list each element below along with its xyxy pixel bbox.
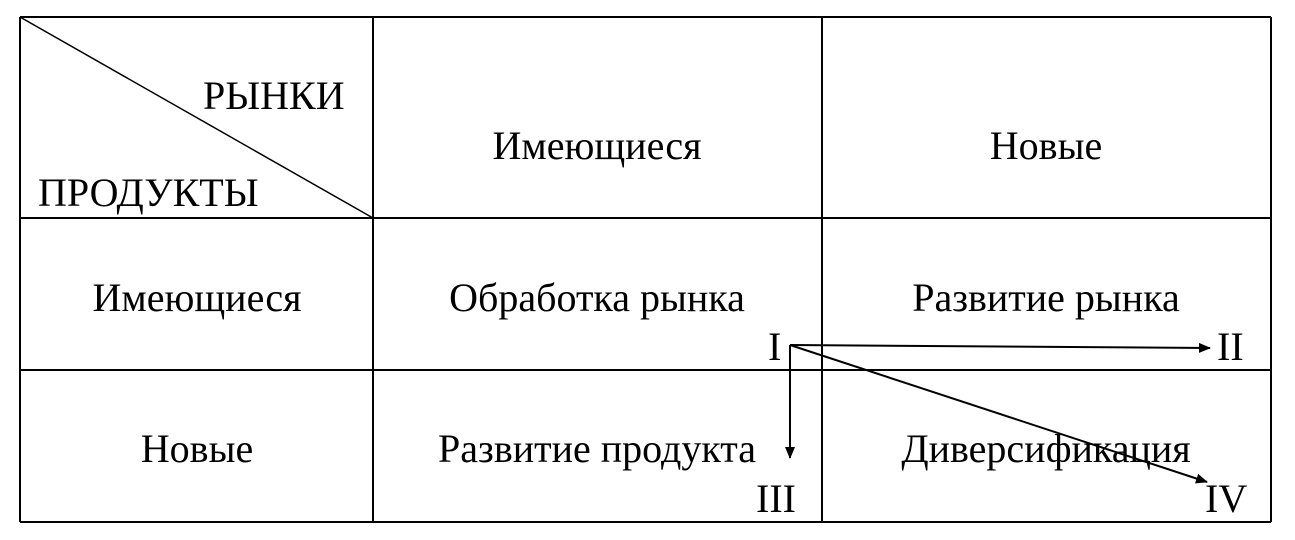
marker-III: III <box>756 476 796 521</box>
cell-market-penetration: Обработка рынка <box>449 275 745 320</box>
marker-IV: IV <box>1205 476 1248 521</box>
corner-diagonal <box>19 16 374 219</box>
strategy-arrows <box>785 342 1211 484</box>
cell-market-development: Развитие рынка <box>912 275 1180 320</box>
corner-products-label: ПРОДУКТЫ <box>38 170 259 215</box>
corner-markets-label: РЫНКИ <box>203 73 345 118</box>
marker-II: II <box>1217 324 1244 369</box>
table-grid <box>19 16 1272 523</box>
row-header-new: Новые <box>140 426 254 471</box>
row-header-existing: Имеющиеся <box>92 275 302 320</box>
arrow-to-IV <box>789 344 1208 484</box>
cell-product-development: Развитие продукта <box>438 426 756 471</box>
cell-diversification: Диверсификация <box>901 426 1191 471</box>
marker-I: I <box>768 324 782 369</box>
arrow-to-II <box>789 342 1211 353</box>
column-header-new: Новые <box>989 123 1103 168</box>
column-header-existing: Имеющиеся <box>492 123 702 168</box>
